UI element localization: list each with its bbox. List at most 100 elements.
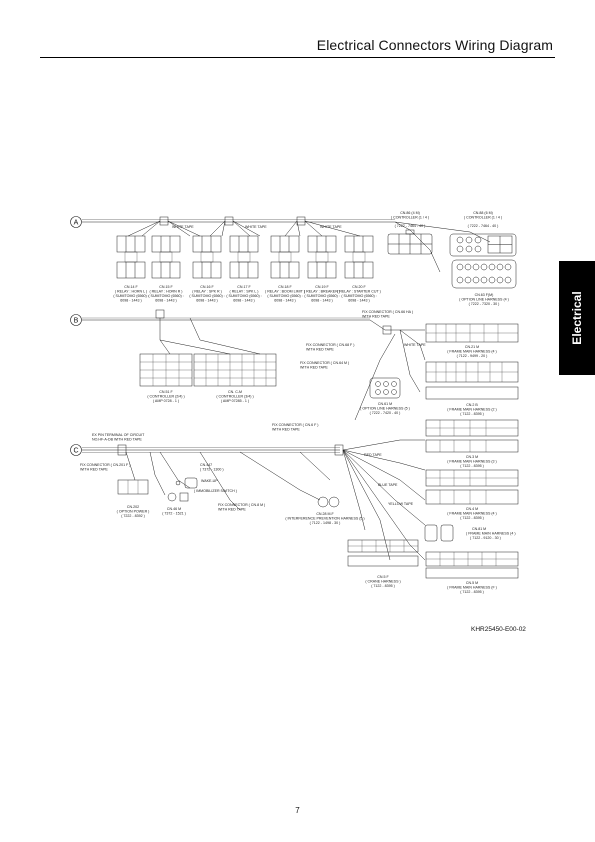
relay-6-l2: ( RELAY : BREAKER ) xyxy=(304,290,340,294)
relay-1-l4: 6098 - 1443 ) xyxy=(120,299,141,303)
relay-6-l3: ( SUMITOMO (6560) : xyxy=(304,294,339,298)
relay-6-l1: CN.19 F xyxy=(315,285,329,289)
relay-5-l2: ( RELAY : BOOM LIMIT ) xyxy=(265,290,305,294)
option-cn63: CN.63 F(M) ( OPTION LINE HARNESS (4 ) ( … xyxy=(451,259,517,306)
tape-a1 xyxy=(159,216,169,226)
cn88-l2: ( CONTROLLER (1 / 4 ) xyxy=(464,216,502,220)
cn46-l1: CN.46 M xyxy=(167,507,181,511)
fix-cn64-l2: WITH RED TAPE xyxy=(300,366,328,370)
figure-code: KHR25450-E00-02 xyxy=(471,626,526,633)
cn28-l2: ( INTERFERENCE PREVENTION HARNESS (5 ) xyxy=(285,517,364,521)
frame-cn21m: CN.21 M ( FRAME MAIN HARNESS (4 ) ( 7122… xyxy=(425,323,519,358)
option-cn61: CN.61 M ( OPTION LINE HARNESS (5 ) ( 722… xyxy=(360,377,410,415)
cn28-l1: CN.28 M.F xyxy=(316,512,334,516)
cn2b-l3: ( 7122 - 8395 ) xyxy=(460,412,484,416)
header-rule xyxy=(40,57,555,58)
fix-cn68-l2: WITH RED TAPE xyxy=(306,348,334,352)
relay-7-l3: ( SUMITOMO (6560) : xyxy=(341,294,376,298)
tape-label-white-3: WHITE TAPE xyxy=(320,225,342,229)
cn88-l1: CN.88 (6 M) xyxy=(473,211,493,215)
section-c-marker xyxy=(70,444,82,456)
page-title: Electrical Connectors Wiring Diagram xyxy=(316,37,553,53)
relay-cn20 xyxy=(344,235,374,279)
cn51-l1: CN.51 F xyxy=(159,390,173,394)
wake-up-label: WAKE-UP xyxy=(201,479,218,483)
cn63-l1: CN.63 F(M) xyxy=(475,293,494,297)
fix-cn69-l1: FIX CONNECTOR ( CN.6 F ) xyxy=(272,423,318,427)
section-b: B FIX CONNECTOR ( CN.66 HA ) WITH RED TA… xyxy=(70,309,426,421)
tape-label-blue: BLUE TAPE xyxy=(378,483,398,487)
cn202-l1: CN.202 xyxy=(127,505,139,509)
trunk-b-end xyxy=(369,319,400,331)
cn447-l2: ( 7372 - 1300 ) xyxy=(200,468,224,472)
section-a-letter: A xyxy=(74,220,79,227)
frame-cn5m: CN.5 M ( FRAME MAIN HARNESS (F ) ( 7122 … xyxy=(425,551,519,594)
tape-label-red: RED TAPE xyxy=(364,453,382,457)
controller-cn52: CN. C-M ( CONTROLLER (3/4) ) ( AMP 07285… xyxy=(193,353,277,403)
tape-a2 xyxy=(224,216,234,226)
cn447-l1: CN.447 xyxy=(200,463,212,467)
cn4m-l3: ( 7122 - 8395 ) xyxy=(460,516,484,520)
crane-cn5f: CN.5 F ( CRANE HARNESS ) ( 7122 - 8395 ) xyxy=(347,539,419,588)
relay-1-l2: ( RELAY : HORN L ) xyxy=(115,290,147,294)
section-b-letter: B xyxy=(74,318,79,325)
branch-a2 xyxy=(209,220,261,237)
cn3m-l1: CN.3 M xyxy=(466,455,478,459)
tape-c1 xyxy=(117,444,127,456)
cn61-l3: ( 7222 - 7420 - 40 ) xyxy=(370,411,401,415)
tape-a3 xyxy=(296,216,306,226)
frame-cn3m: CN.3 M ( FRAME MAIN HARNESS (3 ) ( 7122 … xyxy=(425,419,519,468)
relay-1-l1: CN.14 F xyxy=(124,285,138,289)
relay-6-l4: 6098 - 1443 ) xyxy=(311,299,332,303)
relay-cn14 xyxy=(116,235,146,279)
controller-cn51: CN.51 F ( CONTROLLER (2/4) ) ( AMP 0728 … xyxy=(139,353,193,403)
cn63-l3: ( 7222 - 7320 - 30 ) xyxy=(469,302,500,306)
section-a-marker xyxy=(70,216,82,228)
interference-cn28: CN.28 M.F ( INTERFERENCE PREVENTION HARN… xyxy=(285,496,365,525)
cn21m-l1: CN.21 M xyxy=(465,345,479,349)
option-power-cn202: FIX CONNECTOR ( CN.201 F ) WITH RED TAPE… xyxy=(80,463,149,518)
relay-4-l3: ( SUMITOMO (6560) : xyxy=(226,294,261,298)
cn5f-l3: ( 7122 - 8395 ) xyxy=(371,584,395,588)
branch-b1 xyxy=(159,317,261,355)
frame-cn4m: CN.4 M ( FRAME MAIN HARNESS (4 ) ( 7122 … xyxy=(425,469,519,520)
cn81m-l3: ( 7122 - 9120 - 30 ) xyxy=(470,536,501,540)
cn51-l3: ( AMP 0728 - 1 ) xyxy=(153,399,179,403)
relay-4-l2: ( RELAY : SPK L ) xyxy=(230,290,259,294)
fix-cn66-l2: WITH RED TAPE xyxy=(362,315,390,319)
relay-labels: CN.14 F ( RELAY : HORN L ) ( SUMITOMO (6… xyxy=(113,285,380,303)
cn52-l3: ( AMP 07285 - 1 ) xyxy=(221,399,249,403)
cn4m-l2: ( FRAME MAIN HARNESS (4 ) xyxy=(447,512,497,516)
cn202-l3: ( 7222 - 8392 ) xyxy=(121,514,145,518)
relay-cn18 xyxy=(270,235,300,279)
fan-c-right xyxy=(342,439,426,561)
controller-cn86: CN.86 (4 M) ( CONTROLLER (1 / 4 ) ( 7222… xyxy=(387,211,433,255)
relay-2-l1: CN.15 F xyxy=(159,285,173,289)
section-tab[interactable]: Electrical xyxy=(559,261,595,375)
ex-pin-l2: NO.HF-A-DB WITH RED TAPE xyxy=(92,438,142,442)
branch-a1 xyxy=(127,220,201,237)
relay-3-l3: ( SUMITOMO (6560) : xyxy=(189,294,224,298)
relay-2-l2: ( RELAY : HORN R ) xyxy=(149,290,182,294)
tape-label-yellow: YELLOW TAPE xyxy=(388,502,414,506)
relay-3-l2: ( RELAY : SPK R ) xyxy=(192,290,222,294)
fix-cn8-l1: FIX CONNECTOR ( CN.8 M ) xyxy=(218,503,265,507)
cn5f-l2: ( CRANE HARNESS ) xyxy=(365,580,400,584)
page-number: 7 xyxy=(295,806,300,815)
cn3m-l2: ( FRAME MAIN HARNESS (3 ) xyxy=(447,460,497,464)
cn63-l2: ( OPTION LINE HARNESS (4 ) xyxy=(459,298,509,302)
immobilizer-label: ( IMMOBILIZER SWITCH ) xyxy=(194,489,237,493)
cn88-l3: ( 7222 - 7464 - 40 ) xyxy=(468,224,499,228)
relay-cn17 xyxy=(229,235,259,279)
tape-label-white-4: WHITE TAPE xyxy=(404,343,426,347)
cn81m-l2: ( FRAME MAIN HARNESS (4 ) xyxy=(466,532,516,536)
frame-cn2b: CN.2 B ( FRAME MAIN HARNESS (2 ) ( 7122 … xyxy=(425,361,519,416)
cn5m-l1: CN.5 M xyxy=(466,581,478,585)
relay-2-l3: ( SUMITOMO (6560) : xyxy=(148,294,183,298)
relay-cn15 xyxy=(151,235,181,279)
tape-b-drop xyxy=(155,309,165,319)
relay-7-l4: 6098 - 1443 ) xyxy=(348,299,369,303)
fix-cn201-l2: WITH RED TAPE xyxy=(80,468,108,472)
